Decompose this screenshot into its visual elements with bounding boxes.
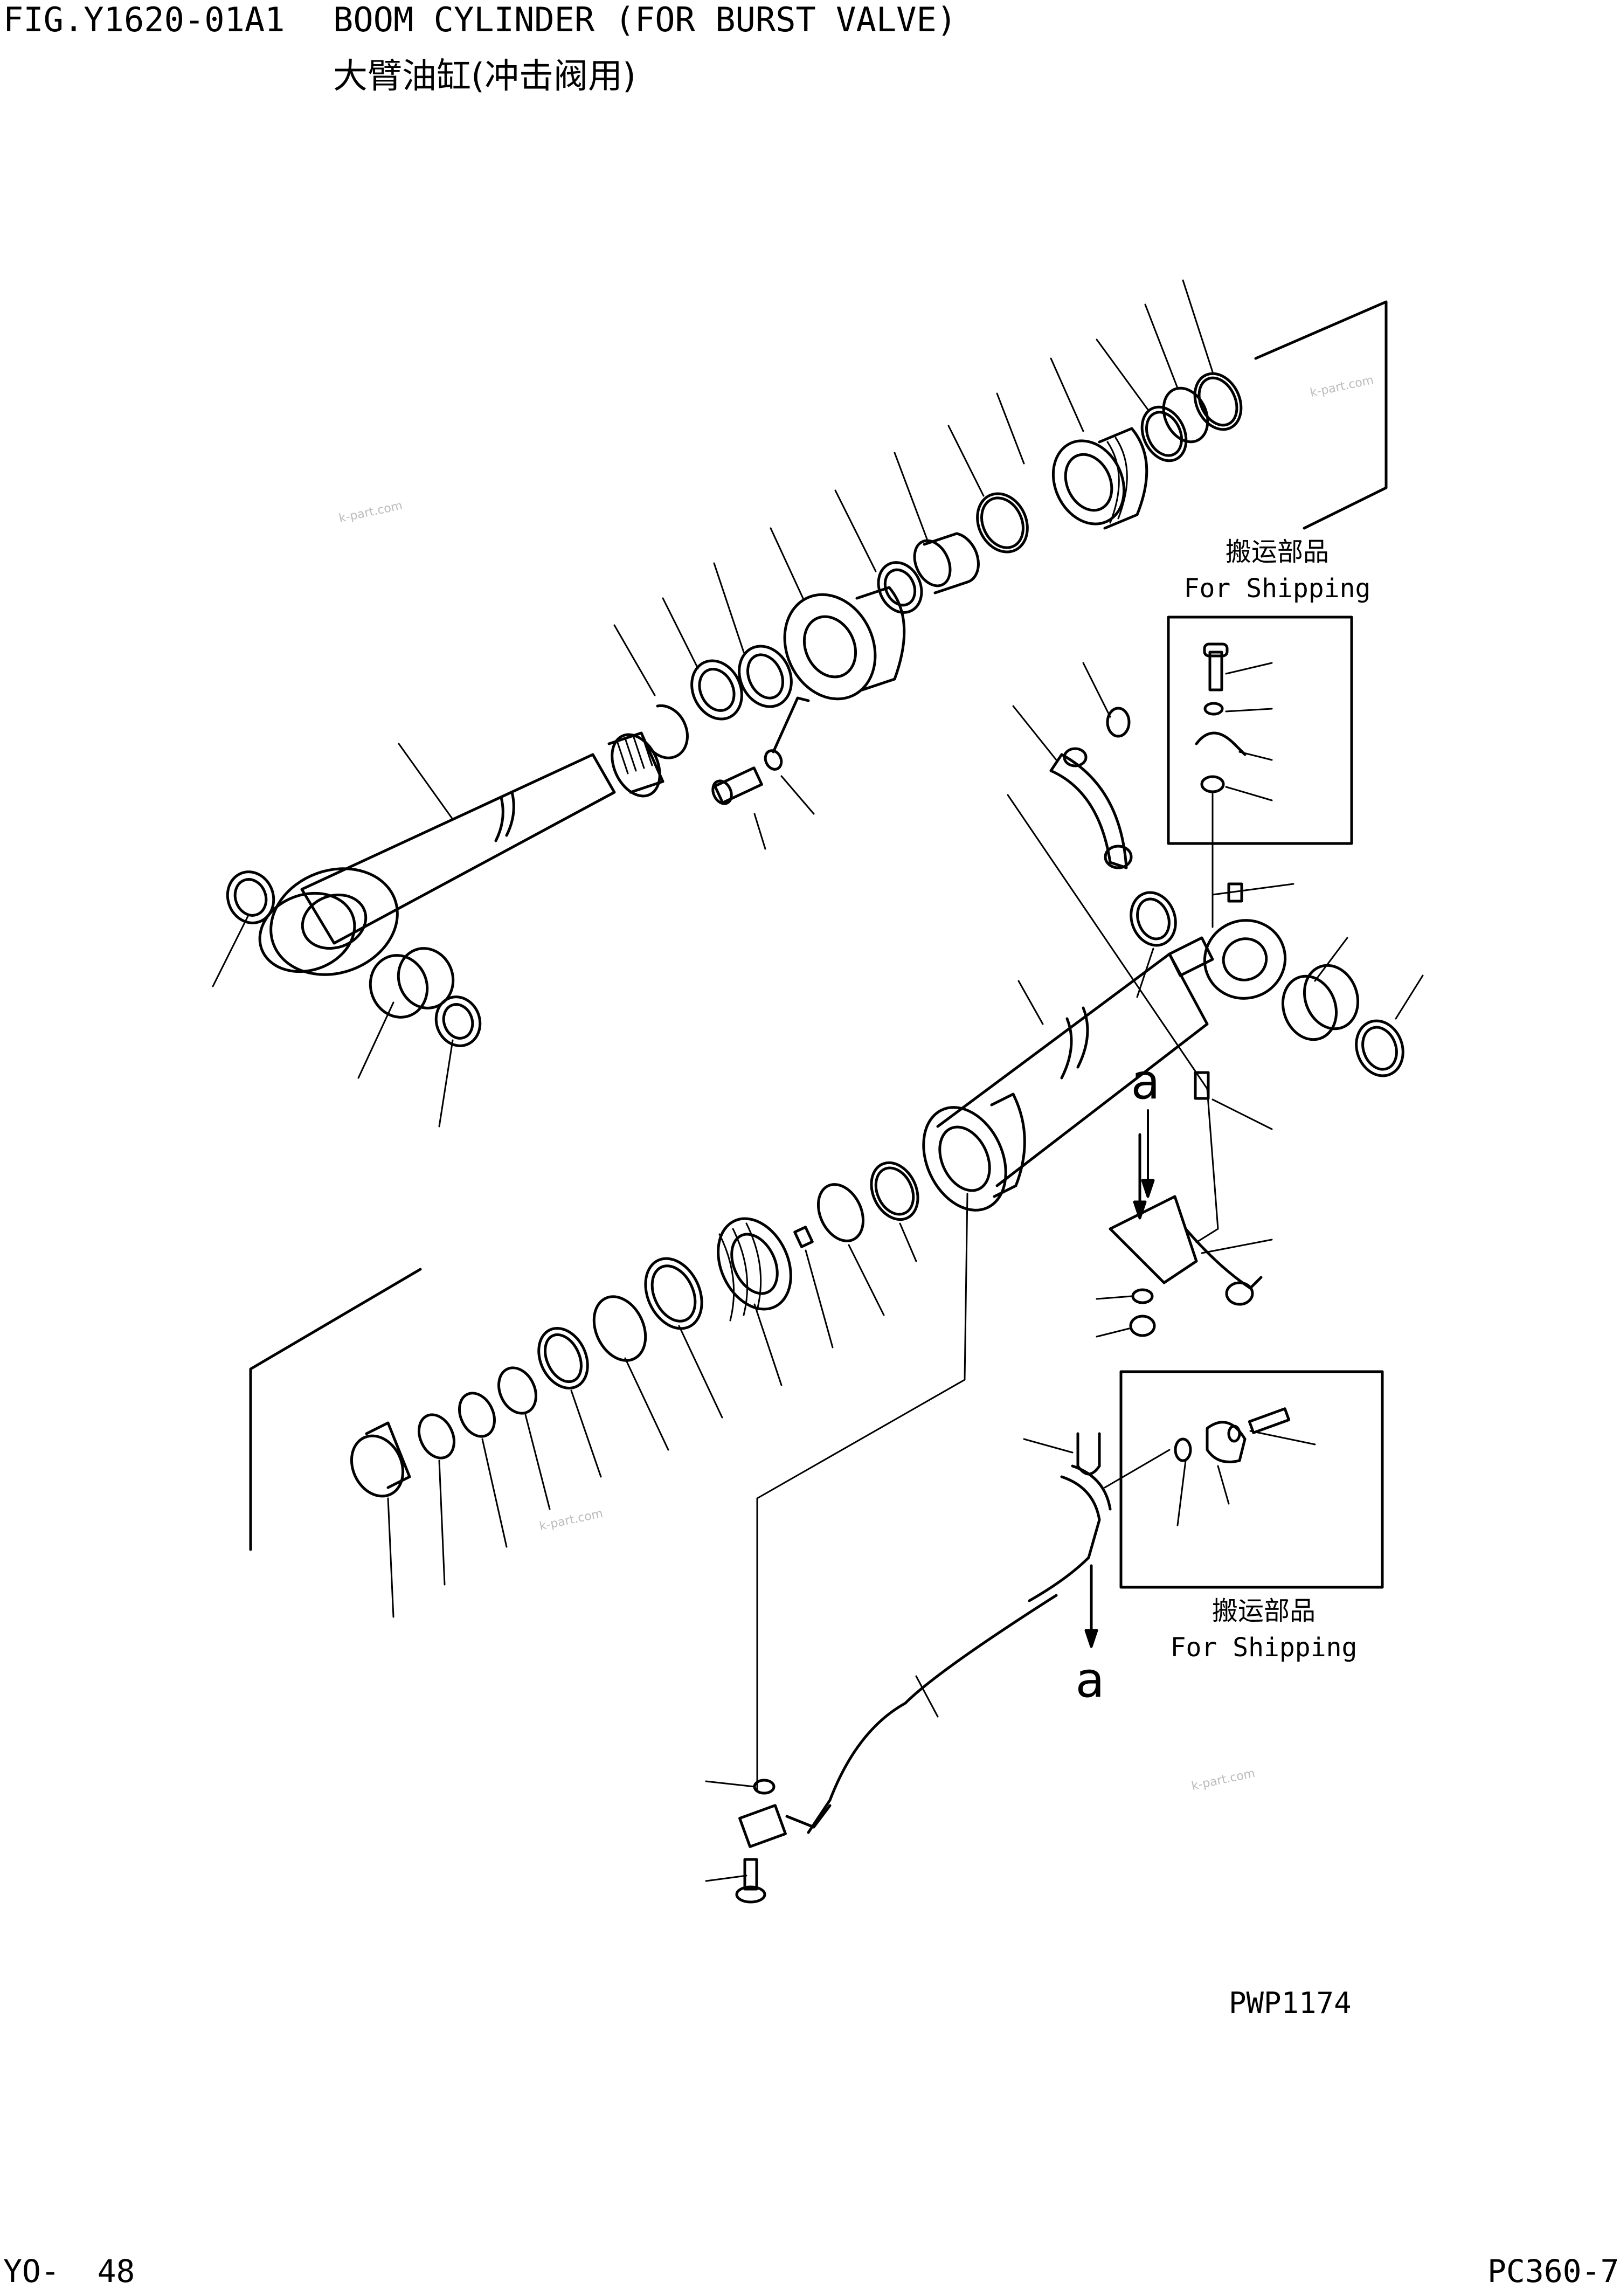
ref-arrow-head bbox=[1141, 1179, 1155, 1198]
upper-packing-rings bbox=[645, 645, 793, 759]
figure-title-chinese: 大臂油缸(冲击阀用) bbox=[333, 57, 636, 96]
shipping-note-top: 搬运部品 For Shipping bbox=[1178, 534, 1377, 607]
cylinder-head bbox=[783, 586, 906, 701]
figure-code: FIG.Y1620-01A1 bbox=[3, 0, 285, 39]
cylinder-tube bbox=[922, 919, 1287, 1212]
shipping-box-bottom bbox=[1104, 1370, 1384, 1589]
lower-packing-rings bbox=[350, 1161, 919, 1498]
hose-clamp-lower bbox=[1096, 1133, 1273, 1338]
shipping-note-bottom-cn: 搬运部品 bbox=[1211, 1596, 1316, 1626]
head-bolt-washer bbox=[711, 696, 810, 805]
drawing-code: PWP1174 bbox=[1229, 1986, 1352, 2020]
hose-assembly bbox=[705, 1193, 1112, 1904]
shipping-note-top-cn: 搬运部品 bbox=[1225, 537, 1329, 567]
rod-end-bushing-seals bbox=[226, 870, 482, 1047]
reference-mark-a-top: a bbox=[1131, 1054, 1160, 1110]
model-number: PC360-7 bbox=[1487, 2253, 1619, 2290]
head-rings bbox=[877, 492, 1029, 614]
upper-leader-lines bbox=[212, 279, 1214, 1128]
piston-rod bbox=[300, 731, 664, 945]
figure-title: BOOM CYLINDER (FOR BURST VALVE) bbox=[333, 0, 957, 39]
shipping-box-top bbox=[1167, 616, 1353, 928]
page-number: YO- 48 bbox=[3, 2253, 135, 2290]
upper-group-outline bbox=[1254, 300, 1388, 530]
lower-group-outline bbox=[249, 1268, 422, 1551]
tube-bottom-bushing-seals bbox=[1130, 891, 1404, 1077]
reference-mark-a-bottom: a bbox=[1075, 1652, 1105, 1709]
piston bbox=[1051, 427, 1148, 530]
shipping-note-bottom-en: For Shipping bbox=[1170, 1633, 1358, 1663]
piston-rings bbox=[1140, 372, 1243, 462]
rod-end-eye bbox=[258, 867, 399, 976]
shipping-note-bottom: 搬运部品 For Shipping bbox=[1164, 1593, 1363, 1666]
lower-leader-lines bbox=[387, 883, 1424, 1618]
routing-line bbox=[1007, 794, 1219, 1243]
hose-clamp-upper bbox=[1012, 662, 1133, 869]
shipping-note-top-en: For Shipping bbox=[1183, 573, 1371, 604]
